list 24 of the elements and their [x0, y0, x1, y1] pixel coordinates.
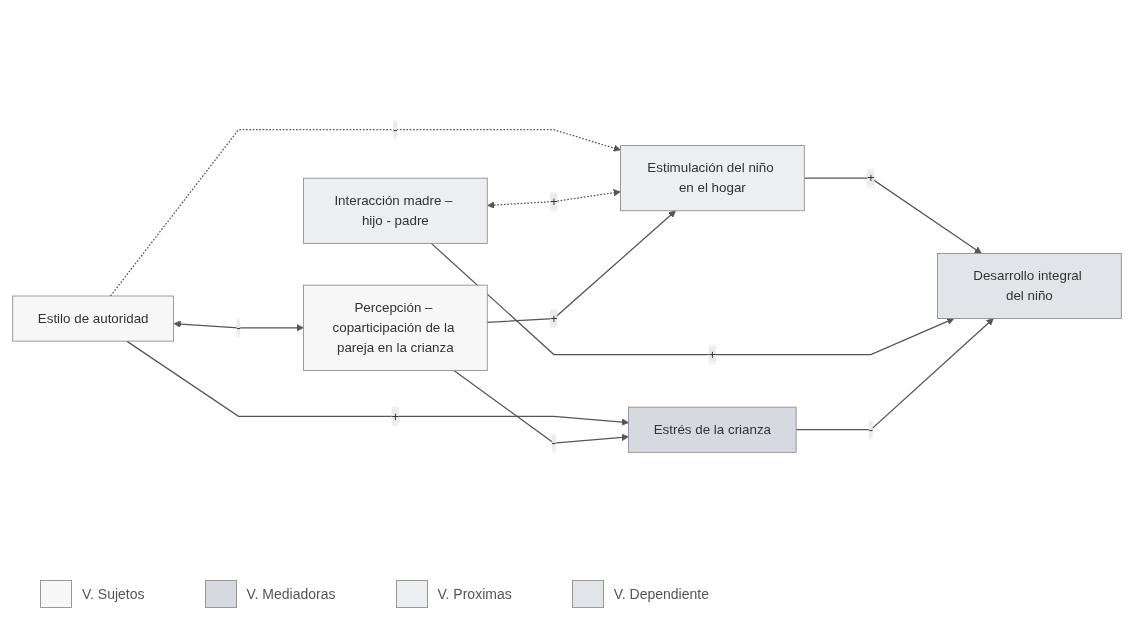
edge-label: -	[393, 121, 398, 136]
edge-label: -	[236, 319, 241, 335]
arrow	[430, 242, 955, 355]
arrow	[795, 317, 994, 430]
edge-label: +	[866, 170, 875, 185]
edge-label: -	[868, 421, 874, 437]
node-box: Desarrollo integral del niño	[937, 252, 1122, 319]
arrow	[173, 320, 304, 332]
node-box: Estrés de la crianza	[628, 406, 797, 453]
legend-label: V. Sujetos	[82, 586, 145, 602]
node-box: Estimulación del niño en el hogar	[620, 144, 805, 211]
edge-label: +	[549, 310, 558, 325]
arrow	[453, 369, 629, 444]
node-box: Interacción madre – hijo - padre	[303, 177, 488, 244]
node-box: Percepción – coparticipación de la pareja en la crianza	[303, 284, 488, 371]
edge-label: +	[708, 346, 717, 361]
edge-label: +	[391, 408, 400, 423]
legend-label: V. Dependiente	[613, 586, 709, 602]
node-box: Estilo de autoridad	[12, 295, 174, 342]
arrow	[803, 177, 982, 254]
edge-label: +	[549, 193, 558, 208]
edge-label: -	[551, 435, 557, 450]
legend-label: V. Proximas	[437, 586, 512, 602]
legend-label: V. Mediadoras	[246, 586, 336, 602]
